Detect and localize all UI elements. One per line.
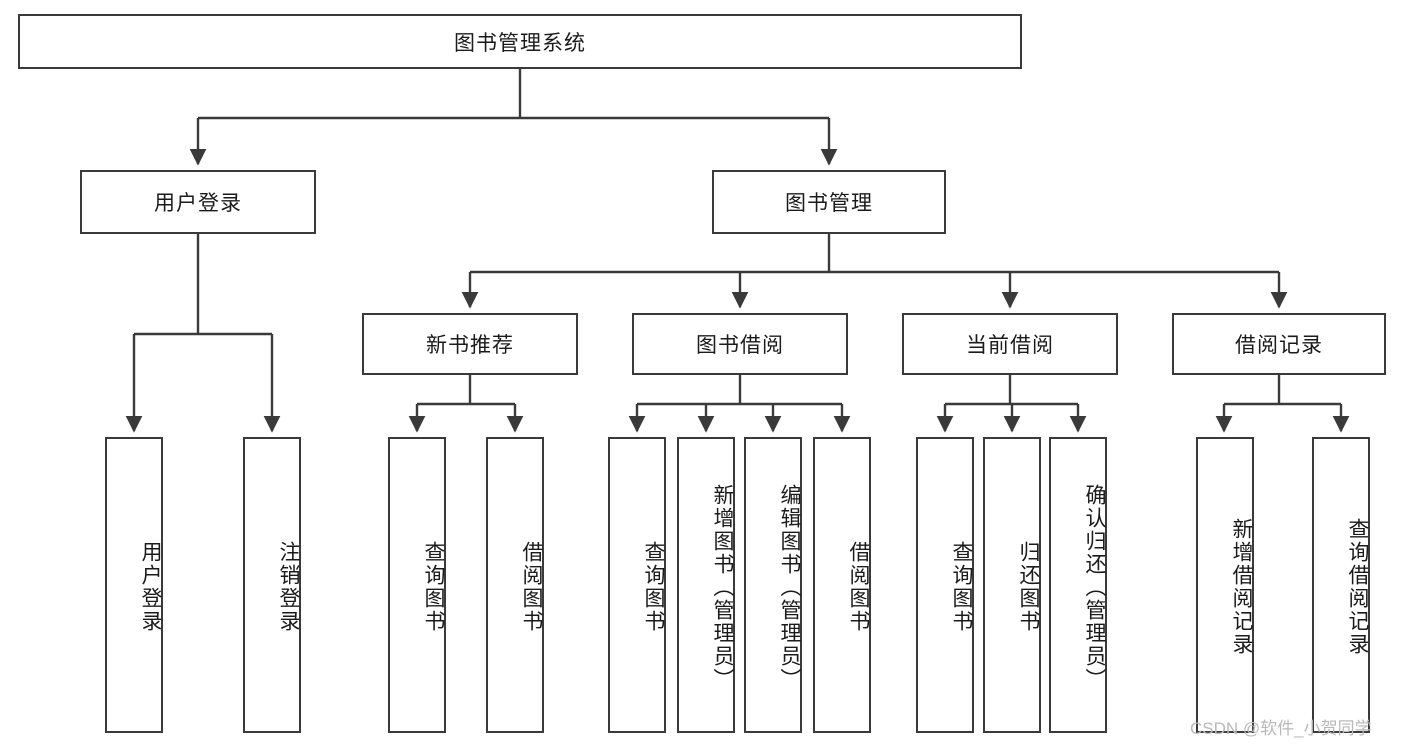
node-label: 查询借阅记录: [1346, 518, 1369, 656]
node-label: 借阅图书: [847, 541, 870, 633]
leaf-query-book-new[interactable]: 查询图书: [388, 437, 446, 733]
leaf-user-login[interactable]: 用户登录: [105, 437, 163, 733]
node-label: 图书管理系统: [454, 31, 586, 55]
node-label: 图书借阅: [696, 334, 784, 357]
leaf-logout[interactable]: 注销登录: [243, 437, 301, 733]
leaf-confirm-return-admin[interactable]: 确认归还（管理员）: [1049, 437, 1107, 733]
node-label: 用户登录: [154, 192, 242, 215]
leaf-edit-book-admin[interactable]: 编辑图书（管理员）: [744, 437, 802, 733]
node-label: 归还图书: [1017, 541, 1040, 633]
leaf-borrow-book[interactable]: 借阅图书: [813, 437, 871, 733]
node-user-login[interactable]: 用户登录: [80, 170, 316, 234]
node-current-borrow[interactable]: 当前借阅: [902, 313, 1118, 375]
node-label: 编辑图书（管理员）: [778, 483, 801, 691]
leaf-add-borrow-record[interactable]: 新增借阅记录: [1196, 437, 1254, 733]
leaf-query-book-borrow[interactable]: 查询图书: [608, 437, 666, 733]
node-label: 用户登录: [139, 541, 162, 633]
csdn-watermark: CSDN @软件_小贺同学: [1190, 719, 1372, 738]
node-book-borrow[interactable]: 图书借阅: [632, 313, 848, 375]
leaf-query-book-current[interactable]: 查询图书: [916, 437, 974, 733]
node-label: 查询图书: [422, 541, 445, 633]
node-label: 确认归还（管理员）: [1083, 483, 1106, 691]
node-label: 注销登录: [277, 541, 300, 633]
node-label: 新增图书（管理员）: [711, 483, 734, 691]
node-label: 图书管理: [785, 192, 873, 215]
node-label: 新增借阅记录: [1230, 518, 1253, 656]
node-label: 借阅记录: [1235, 334, 1323, 357]
leaf-borrow-book-new[interactable]: 借阅图书: [486, 437, 544, 733]
leaf-add-book-admin[interactable]: 新增图书（管理员）: [677, 437, 735, 733]
node-new-book-recommend[interactable]: 新书推荐: [362, 313, 578, 375]
node-label: 借阅图书: [520, 541, 543, 633]
node-book-management[interactable]: 图书管理: [712, 170, 946, 234]
node-label: 查询图书: [950, 541, 973, 633]
leaf-return-book[interactable]: 归还图书: [983, 437, 1041, 733]
node-root-system[interactable]: 图书管理系统: [18, 14, 1022, 69]
leaf-query-borrow-record[interactable]: 查询借阅记录: [1312, 437, 1370, 733]
node-label: 新书推荐: [426, 334, 514, 357]
node-borrow-records[interactable]: 借阅记录: [1172, 313, 1386, 375]
node-label: 查询图书: [642, 541, 665, 633]
node-label: 当前借阅: [966, 334, 1054, 357]
